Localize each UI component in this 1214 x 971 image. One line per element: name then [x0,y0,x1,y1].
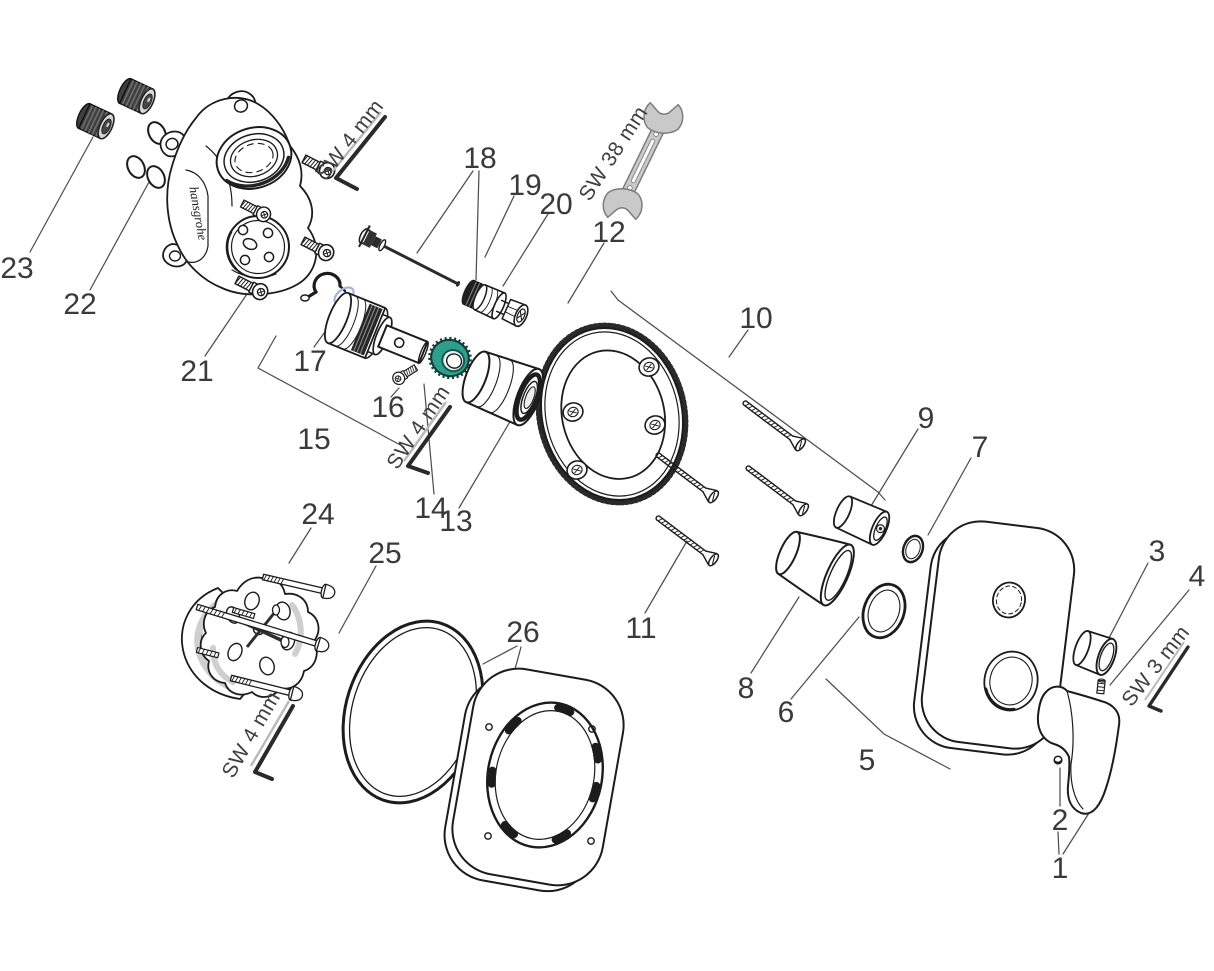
lever-handle [1036,685,1121,815]
part-label-19: 19 [508,169,541,202]
part-label-17: 17 [293,345,326,378]
part-label-8: 8 [738,672,755,705]
part-label-5: 5 [859,744,876,777]
part-label-6: 6 [778,696,795,729]
o-ring-7 [901,534,925,564]
part-label-26: 26 [506,616,539,649]
part-label-18: 18 [463,142,496,175]
part-label-11: 11 [625,612,656,645]
part-label-14: 14 [414,492,447,525]
ring-bosses [562,357,666,480]
escutcheon-adapter-26 [443,667,625,893]
part-label-9: 9 [918,402,935,435]
hex-key-middle-icon [403,401,452,475]
part-label-16: 16 [371,391,404,424]
part-label-24: 24 [301,498,334,531]
hex-key-bottom-icon [249,700,295,781]
hex-key-right-icon [1144,641,1190,713]
part-label-7: 7 [972,431,989,464]
hex-key-top-icon [331,111,387,191]
o-ring-6 [861,582,907,640]
valve-body: hansgrohe [159,90,318,296]
part-label-3: 3 [1149,535,1166,568]
part-label-23: 23 [0,252,33,285]
diverter-knob [1072,630,1118,676]
spindle-adapter [461,279,529,328]
set-screw [1096,678,1106,695]
sleeve-8 [775,530,855,607]
extension-set [181,569,337,704]
plug-caps [72,75,160,142]
part-label-2: 2 [1052,804,1069,837]
part-label-13: 13 [439,505,472,538]
spindle-rod [358,225,461,287]
leader-lines [29,136,1190,855]
part-label-21: 21 [180,355,213,388]
part-label-1: 1 [1052,852,1069,885]
fastening-screw-16 [389,361,420,388]
stop-ring-sleeve [461,350,545,427]
part-label-15: 15 [297,423,330,456]
part-label-25: 25 [368,537,401,570]
carrier-ring [535,322,689,506]
part-label-10: 10 [739,302,772,335]
part-label-20: 20 [539,188,572,221]
part-label-4: 4 [1189,560,1206,593]
handle-plug [1053,755,1063,765]
cartridge [323,291,429,365]
tool-label-hex-key-top: SW 4 mm [311,95,388,185]
escutcheon-plate [912,520,1076,756]
part-label-22: 22 [63,288,96,321]
sleeve-9 [832,495,891,546]
part-label-12: 12 [592,216,625,249]
open-end-wrench-icon [601,101,685,221]
